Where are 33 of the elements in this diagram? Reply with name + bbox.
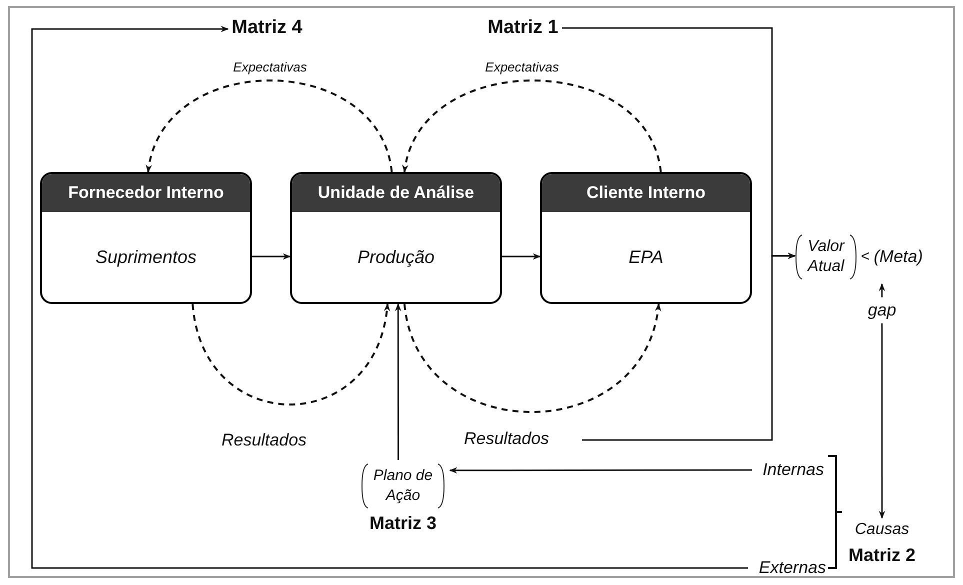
arrow	[252, 253, 291, 260]
process-box	[290, 172, 502, 304]
process-box	[540, 172, 752, 304]
plan-text: Plano de Ação	[372, 466, 434, 506]
flow-text: Externas	[748, 556, 826, 580]
box-text: Suprimentos	[95, 246, 197, 269]
box-text: EPA	[628, 246, 664, 268]
flow-text: Internas	[752, 458, 824, 482]
arrow	[878, 283, 886, 519]
matrix-title: Matriz 3	[369, 512, 437, 534]
dashed-arrow	[403, 80, 662, 173]
matrix-title: Matriz 4	[228, 16, 306, 42]
comparison-sign: <	[861, 246, 870, 267]
arrow	[394, 303, 402, 460]
matrix-title: Matriz 2	[848, 544, 916, 567]
arrow	[502, 253, 541, 260]
value-text: Valor Atual	[806, 237, 846, 277]
box-header: Unidade de Análise	[292, 174, 500, 212]
arrow	[449, 467, 752, 474]
causes-text: Causas	[854, 520, 910, 540]
arrow	[31, 26, 748, 569]
box-header: Cliente Interno	[542, 174, 750, 212]
flow-text: Resultados	[464, 427, 582, 453]
dashed-arrow	[404, 303, 660, 413]
box-header: Fornecedor Interno	[42, 174, 250, 212]
matrix-title: Matriz 1	[484, 16, 562, 42]
goal-text: (Meta)	[874, 246, 923, 268]
box-text: Produção	[357, 246, 435, 269]
edge-label: gap	[866, 297, 898, 323]
dashed-arrow	[192, 303, 390, 406]
process-box	[40, 172, 252, 304]
arrow	[582, 252, 796, 441]
dashed-arrow	[146, 80, 393, 173]
